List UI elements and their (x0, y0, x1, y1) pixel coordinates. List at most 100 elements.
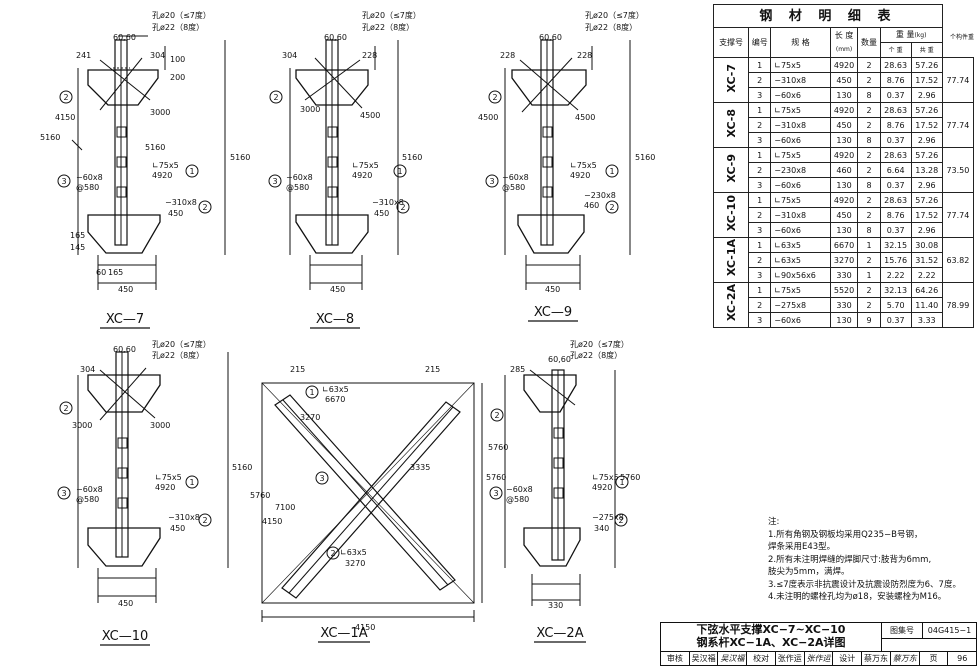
signature-row: 审核 吴汉福 吴汉福 校对 张作运 张作运 设计 蔡万东 蔡万东 页 96 (661, 652, 976, 665)
table-cell: −60x6 (770, 177, 831, 193)
xc7-plate: −310x8 (165, 198, 197, 207)
table-cell: 2 (857, 252, 881, 268)
xc7-plate-len: 450 (168, 209, 183, 218)
table-cell: 32.15 (879, 237, 912, 253)
table-cell: −230x8 (770, 162, 831, 178)
table-cell: 0.37 (879, 87, 912, 103)
table-cell: 57.26 (910, 102, 943, 118)
xc2a-tie-pitch: @580 (506, 495, 529, 504)
xc2a-plate: −275x8 (592, 513, 624, 522)
table-cell: −310x8 (770, 207, 831, 223)
table-cell: 28.63 (879, 147, 912, 163)
table-cell: 3 (748, 132, 772, 148)
table-cell: 8.76 (879, 207, 912, 223)
xc7-dim-5160: 5160 (40, 133, 60, 142)
c8-1: 1 (397, 167, 402, 176)
xc2a-tie: −60x8 (506, 485, 533, 494)
callout-circles (57, 90, 629, 560)
table-cell: 31.52 (910, 252, 943, 268)
table-cell: 2 (748, 252, 772, 268)
xc8-dim-450: 450 (330, 285, 345, 294)
table-cell: 30.08 (910, 237, 943, 253)
xc2a-hole-b: 孔ø22（8度） (570, 350, 622, 360)
table-cell: 0.37 (879, 222, 912, 238)
xc1a-dim-6670: 6670 (325, 395, 345, 404)
table-cell: 130 (829, 132, 859, 148)
c8-3: 3 (272, 177, 277, 186)
c10-2b: 2 (202, 516, 207, 525)
label-xc1a: XC—1A (320, 626, 367, 641)
xc8-dim-304: 304 (282, 51, 297, 60)
detail-xc8 (289, 39, 399, 290)
atlas-label: 图集号 (882, 623, 923, 639)
table-cell: 3 (748, 87, 772, 103)
table-cell: 130 (829, 87, 859, 103)
table-cell: ∟90x56x6 (770, 267, 831, 283)
table-cell: 2 (857, 207, 881, 223)
table-cell: 2 (857, 117, 881, 133)
table-cell: 2 (748, 117, 772, 133)
xc10-hole-a: 孔ø20（≤7度） (152, 339, 211, 349)
detail-xc7 (71, 35, 226, 290)
table-cell: 0.37 (879, 177, 912, 193)
xc2a-angle: ∟75x5 (592, 473, 619, 482)
xc1a-dim-215: 215 (290, 365, 305, 374)
table-cell: 3 (748, 312, 772, 328)
table-cell: 5.70 (879, 297, 912, 313)
xc9-tie-pitch: @580 (502, 183, 525, 192)
xc1a-angle: ∟63x5 (322, 385, 349, 394)
th-length: 长 度(mm) (829, 27, 859, 58)
table-cell: 2.96 (910, 87, 943, 103)
c1a-2: 2 (330, 549, 335, 558)
table-cell: 4920 (829, 57, 859, 73)
table-cell: 2.96 (910, 177, 943, 193)
xc8-hole-b: 孔ø22（8度） (362, 22, 414, 32)
table-cell: 2.22 (879, 267, 912, 283)
xc8-dim-6060: 60,60 (324, 33, 347, 42)
table-cell: −60x6 (770, 132, 831, 148)
xc2a-plate-len: 340 (594, 524, 609, 533)
th-total: 共 重 (910, 42, 943, 58)
c1a-1: 1 (309, 388, 314, 397)
xc9-angle: ∟75x5 (570, 161, 597, 170)
xc10-angle: ∟75x5 (155, 473, 182, 482)
th-member: 支撑号 (712, 27, 750, 58)
xc2a-dim-5760b: 5760 (620, 473, 640, 482)
title-block: 下弦水平支撑XC−7~XC−10 钢系杆XC−1A、XC−2A详图 图集号 04… (660, 622, 977, 666)
xc7-dim-60: 60 (96, 268, 106, 277)
detail-xc2a (504, 369, 616, 606)
c7-1: 1 (189, 167, 194, 176)
xc7-dim-165: 165 (70, 231, 85, 240)
xc7-dim-165b: 165 (108, 268, 123, 277)
xc8-tie: −60x8 (286, 173, 313, 182)
xc1a-dim-3270: 3270 (300, 413, 320, 422)
xc7-dim-5160-b: 5160 (145, 143, 165, 152)
label-xc9: XC—9 (534, 305, 572, 320)
label-xc2a: XC—2A (536, 626, 583, 641)
table-cell: 8.76 (879, 117, 912, 133)
xc10-plate-len: 450 (170, 524, 185, 533)
member-name: XC-8 (712, 102, 750, 148)
c2a-2b: 2 (618, 516, 623, 525)
table-cell: 4920 (829, 192, 859, 208)
member-name: XC-9 (712, 147, 750, 193)
th-spec: 规 格 (770, 27, 831, 58)
table-cell: 0.37 (879, 132, 912, 148)
table-cell: 17.52 (910, 117, 943, 133)
xc7-dim-3000: 3000 (150, 108, 170, 117)
table-cell: 2 (857, 102, 881, 118)
note-line: 肢尖为5mm，满焊。 (768, 567, 850, 577)
table-cell: 2.22 (910, 267, 943, 283)
xc8-plate: −310x8 (372, 198, 404, 207)
table-cell: 1 (748, 237, 772, 253)
xc1a-angle-b: ∟63x5 (340, 548, 367, 557)
